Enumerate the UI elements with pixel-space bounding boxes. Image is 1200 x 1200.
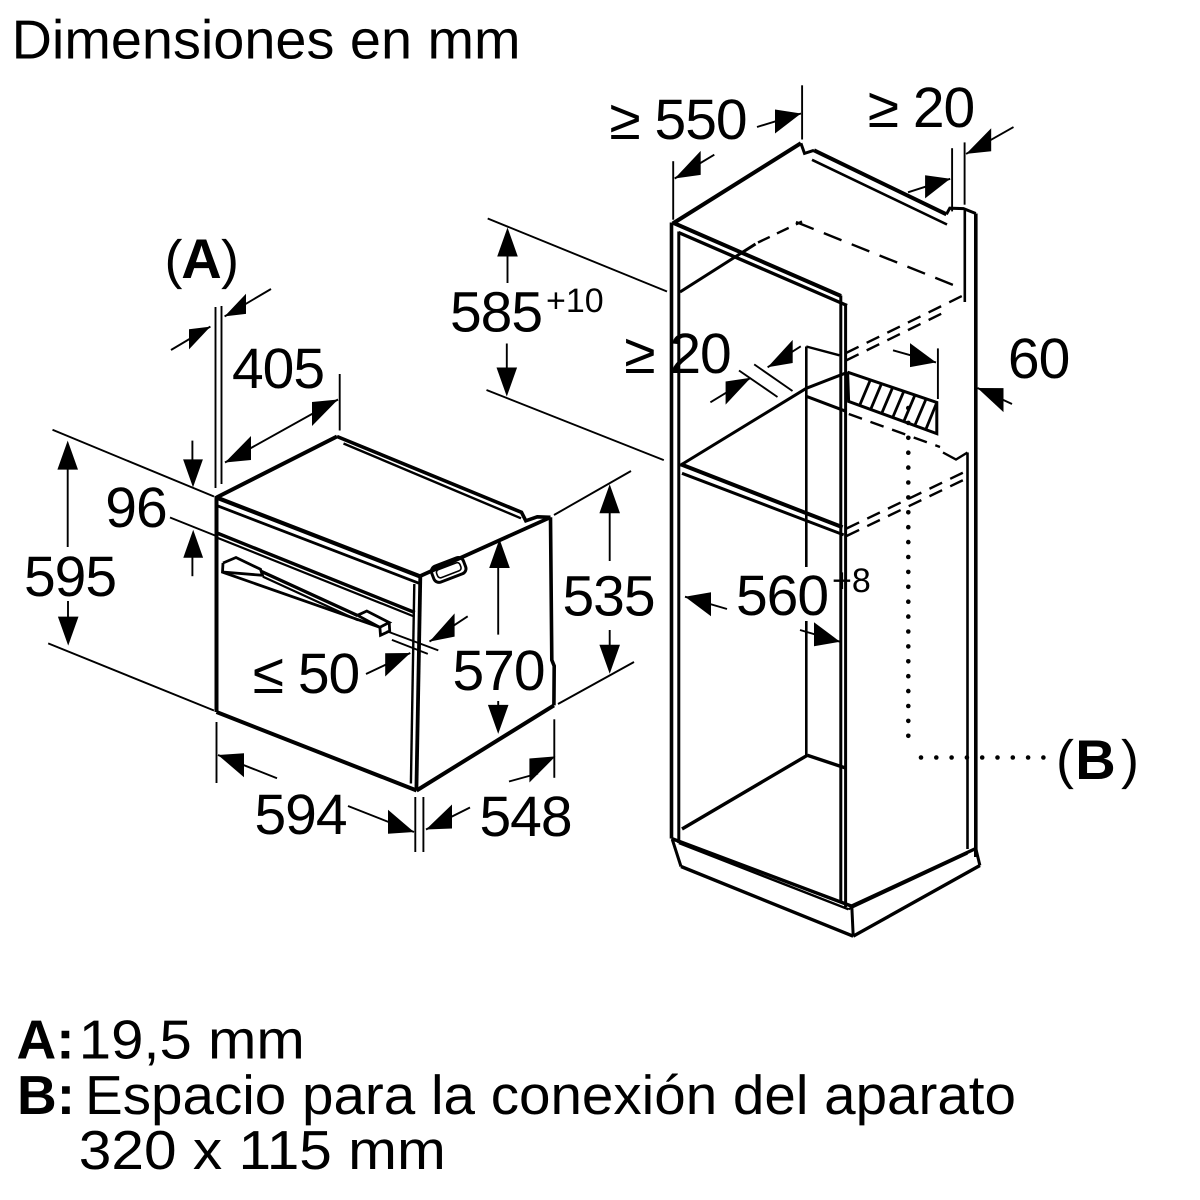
svg-text:A:: A:	[17, 1008, 75, 1070]
svg-text:Espacio para la conexión del a: Espacio para la conexión del aparato	[85, 1064, 1016, 1126]
svg-text:594: 594	[254, 783, 346, 847]
svg-text:96: 96	[105, 476, 166, 540]
svg-text:60: 60	[1008, 327, 1069, 391]
svg-text:(: (	[1056, 730, 1074, 790]
svg-text:≥ 20: ≥ 20	[624, 322, 731, 386]
svg-text:548: 548	[479, 785, 571, 849]
svg-text:405: 405	[232, 337, 324, 401]
svg-text:(: (	[165, 230, 183, 290]
svg-text:320 x 115 mm: 320 x 115 mm	[79, 1119, 446, 1181]
svg-text:≤ 50: ≤ 50	[253, 642, 360, 706]
svg-text:535: 535	[562, 565, 654, 629]
svg-text:B: B	[1075, 728, 1115, 791]
svg-text:560: 560	[736, 564, 828, 628]
svg-text:): )	[221, 230, 239, 290]
svg-text:B:: B:	[17, 1064, 75, 1126]
svg-text:≥ 20: ≥ 20	[868, 76, 975, 140]
svg-text:595: 595	[24, 545, 116, 609]
svg-text:+10: +10	[546, 282, 604, 320]
svg-text:A: A	[181, 227, 221, 290]
svg-text:570: 570	[452, 639, 544, 703]
svg-text:+8: +8	[832, 562, 871, 600]
svg-text:Dimensiones en mm: Dimensiones en mm	[12, 8, 521, 70]
svg-text:): )	[1121, 730, 1139, 790]
svg-text:585: 585	[450, 281, 542, 345]
svg-text:19,5 mm: 19,5 mm	[79, 1008, 305, 1070]
svg-text:≥ 550: ≥ 550	[609, 88, 746, 152]
